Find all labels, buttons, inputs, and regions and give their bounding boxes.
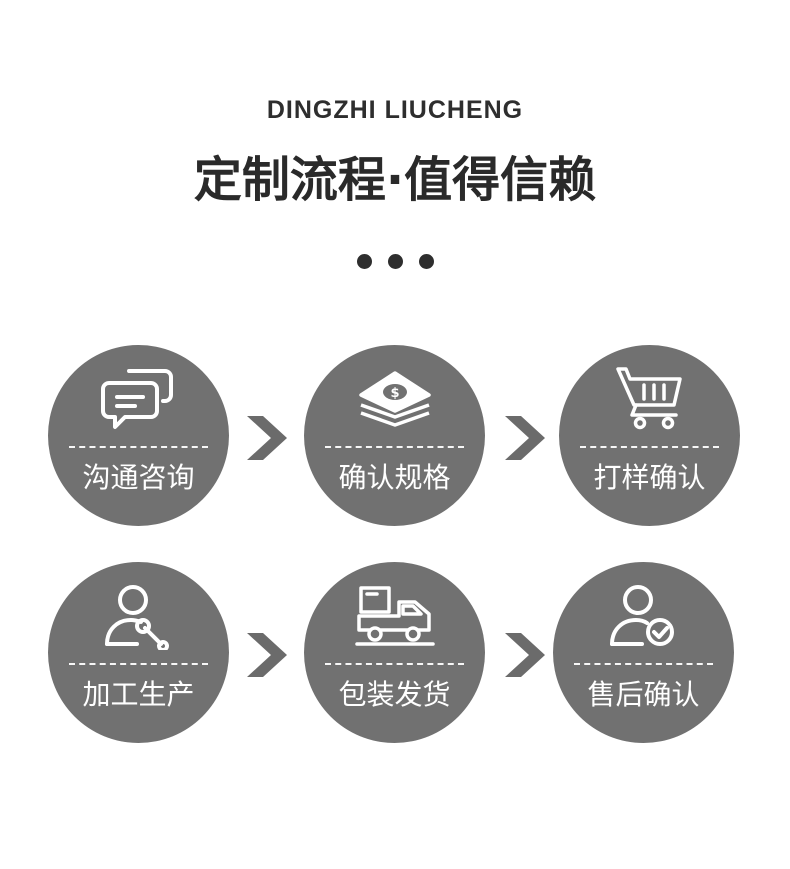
step-sample-confirm: 打样确认 <box>559 345 740 526</box>
worker-wrench-icon <box>104 585 169 650</box>
step-label: 加工生产 <box>82 678 195 711</box>
decorative-dots <box>0 254 790 270</box>
user-check-icon <box>609 585 674 646</box>
step-label: 确认规格 <box>338 461 451 494</box>
money-stack-icon: $ <box>358 371 431 427</box>
chevron-right-icon <box>505 633 545 677</box>
dot <box>418 254 434 269</box>
dot <box>387 254 403 269</box>
step-after-sales: 售后确认 <box>553 562 734 743</box>
page-title: 定制流程·值得信赖 <box>193 152 597 208</box>
dot <box>356 254 372 269</box>
chevron-right-icon <box>505 416 545 460</box>
shopping-cart-icon <box>615 367 682 430</box>
chevron-right-icon <box>247 633 287 677</box>
dashed-divider <box>325 446 464 448</box>
dashed-divider <box>580 446 719 448</box>
step-label: 包装发货 <box>338 678 451 711</box>
step-communicate: 沟通咨询 <box>48 345 229 526</box>
step-label: 沟通咨询 <box>82 461 195 494</box>
chat-bubbles-icon <box>100 369 173 429</box>
step-label: 打样确认 <box>593 461 706 494</box>
delivery-truck-icon <box>354 586 435 646</box>
step-label: 售后确认 <box>587 678 700 711</box>
step-packing-shipping: 包装发货 <box>304 562 485 743</box>
dashed-divider <box>69 446 208 448</box>
step-confirm-specs: $ 确认规格 <box>304 345 485 526</box>
dashed-divider <box>574 663 713 665</box>
step-production: 加工生产 <box>48 562 229 743</box>
dashed-divider <box>69 663 208 665</box>
chevron-right-icon <box>247 416 287 460</box>
svg-text:$: $ <box>390 386 399 401</box>
dashed-divider <box>325 663 464 665</box>
page-subtitle: DINGZHI LIUCHENG <box>266 96 524 124</box>
